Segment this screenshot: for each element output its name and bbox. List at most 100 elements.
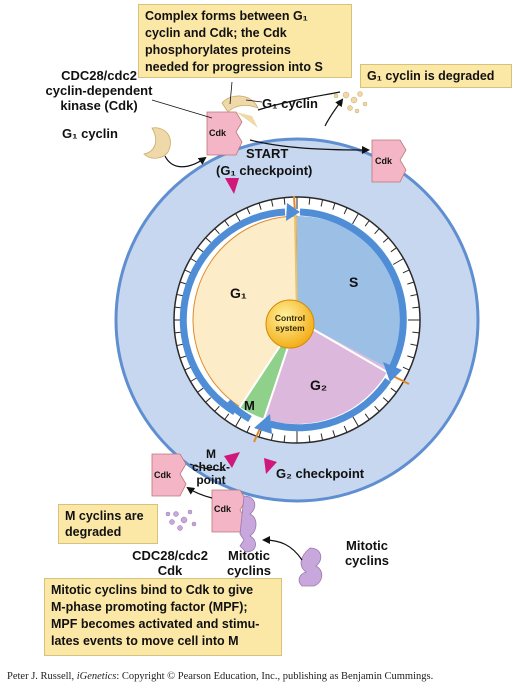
clock-tick bbox=[382, 237, 389, 243]
clock-tick bbox=[343, 207, 348, 215]
clock-tick bbox=[224, 413, 230, 420]
cdk-tag-right: Cdk bbox=[375, 156, 393, 166]
label-cdk-bottom-line2: Cdk bbox=[157, 563, 183, 578]
note-m-degraded-line2: degraded bbox=[65, 525, 122, 539]
cdk-tag-left: Cdk bbox=[154, 470, 172, 480]
label-m-checkpoint-line2: check- bbox=[191, 460, 231, 474]
clock-tick bbox=[308, 197, 311, 205]
label-mitotic-free-line2: cyclins bbox=[344, 553, 390, 568]
note-mpf-line4: lates events to move cell into M bbox=[51, 634, 239, 648]
g1-checkpoint-marker bbox=[225, 178, 239, 194]
clock-tick bbox=[235, 415, 242, 427]
clock-tick bbox=[320, 199, 324, 207]
clock-tick bbox=[258, 430, 262, 438]
label-start: START bbox=[246, 146, 289, 161]
label-cdk-bottom: CDC28/cdc2 Cdk bbox=[124, 548, 216, 578]
clock-tick bbox=[412, 331, 420, 334]
g2-checkpoint-marker bbox=[264, 458, 277, 474]
g2-start-marker bbox=[392, 375, 410, 385]
progress-arrow-s bbox=[299, 208, 407, 370]
clock-tick bbox=[197, 247, 204, 253]
clock-tick bbox=[364, 413, 370, 420]
label-g2-checkpoint: G₂ checkpoint bbox=[276, 466, 365, 481]
label-mitotic-bound-line1: Mitotic bbox=[228, 548, 270, 563]
progress-arrow-g2 bbox=[269, 378, 391, 432]
note-g1-degraded: G₁ cyclin is degraded bbox=[360, 64, 512, 88]
note-g1-degraded-text: G₁ cyclin is degraded bbox=[367, 69, 495, 83]
note-complex-forms-line4: needed for progression into S bbox=[145, 60, 323, 74]
clock-tick bbox=[407, 281, 415, 285]
clock-tick bbox=[410, 343, 418, 347]
arrow-g1-degraded bbox=[257, 91, 341, 111]
credit-title: iGenetics bbox=[76, 671, 117, 682]
label-mitotic-bound: Mitotic cyclins bbox=[220, 548, 278, 578]
clock-tick bbox=[412, 306, 420, 309]
label-g1-checkpoint: (G₁ checkpoint) bbox=[216, 163, 313, 178]
clock-tick bbox=[390, 387, 397, 393]
clock-tick bbox=[402, 269, 410, 274]
clock-tick bbox=[184, 269, 192, 274]
label-mitotic-free: Mitotic cyclins bbox=[336, 538, 398, 568]
clock-tick bbox=[283, 435, 286, 443]
clock-tick bbox=[205, 237, 212, 243]
clock-tick bbox=[214, 405, 220, 412]
clock-tick bbox=[197, 387, 204, 393]
note-mpf-line2: M-phase promoting factor (MPF); bbox=[51, 600, 248, 614]
label-cdk-top-line3: kinase (Cdk) bbox=[60, 98, 138, 113]
cdk-free-left bbox=[151, 453, 187, 497]
s-sector bbox=[297, 216, 402, 369]
clock-tick bbox=[270, 433, 274, 441]
control-system-line1: Control bbox=[274, 313, 306, 323]
clock-tick bbox=[392, 258, 404, 265]
arrow-mpf-form bbox=[262, 536, 303, 561]
clock-tick bbox=[258, 202, 262, 210]
clock-tick bbox=[214, 228, 220, 235]
progress-arrow-m bbox=[225, 399, 252, 423]
clock-tick bbox=[308, 435, 311, 443]
clock-tick bbox=[352, 213, 359, 225]
note-mpf-line1: Mitotic cyclins bind to Cdk to give bbox=[51, 583, 254, 597]
label-m-checkpoint-line3: point bbox=[196, 473, 226, 487]
clock-tick bbox=[320, 433, 324, 441]
cdk-start bbox=[206, 95, 259, 156]
clock-tick bbox=[407, 355, 415, 359]
clock-tick bbox=[176, 343, 184, 347]
label-cdk-top: CDC28/cdc2 cyclin-dependent kinase (Cdk) bbox=[34, 68, 164, 113]
clock-tick bbox=[390, 247, 397, 253]
control-system bbox=[265, 299, 315, 349]
note-m-degraded: M cyclins are degraded bbox=[58, 504, 158, 544]
clock-tick bbox=[176, 293, 184, 297]
clock-tick bbox=[270, 199, 274, 207]
clock-tick bbox=[283, 197, 286, 205]
m-cyclin-fragments bbox=[165, 509, 197, 531]
clock-tick bbox=[184, 366, 192, 371]
control-system-line2: system bbox=[275, 323, 305, 333]
progress-arrowhead-g1 bbox=[286, 203, 300, 221]
clock-tick bbox=[402, 366, 410, 371]
clock-tick bbox=[332, 202, 336, 210]
clock-tick bbox=[364, 220, 370, 227]
g1-cyclin-free bbox=[143, 127, 171, 159]
clock-tick bbox=[205, 397, 212, 403]
clock-tick bbox=[374, 405, 380, 412]
leader-note-top bbox=[229, 81, 233, 105]
progress-arrowhead-g2 bbox=[254, 414, 272, 434]
clock-tick bbox=[332, 430, 336, 438]
credit-prefix: Peter J. Russell, bbox=[7, 671, 77, 682]
m-checkpoint-marker bbox=[224, 452, 240, 468]
cdk-tag-mpf: Cdk bbox=[214, 504, 232, 514]
label-cdk-bottom-line1: CDC28/cdc2 bbox=[132, 548, 208, 563]
phase-label-g1: G₁ bbox=[230, 285, 247, 301]
label-m-checkpoint: M check- point bbox=[186, 448, 236, 487]
note-complex-forms-line2: cyclin and Cdk; the Cdk bbox=[145, 26, 287, 40]
note-m-degraded-line1: M cyclins are bbox=[65, 509, 144, 523]
label-mitotic-bound-line2: cyclins bbox=[226, 563, 272, 578]
label-mitotic-free-line1: Mitotic bbox=[346, 538, 388, 553]
cdk-free-right bbox=[371, 139, 407, 183]
arrow-to-fragments bbox=[324, 98, 344, 127]
note-complex-forms: Complex forms between G₁ cyclin and Cdk;… bbox=[138, 4, 352, 78]
clock-tick bbox=[374, 228, 380, 235]
note-complex-forms-line3: phosphorylates proteins bbox=[145, 43, 291, 57]
clock-tick bbox=[179, 355, 187, 359]
